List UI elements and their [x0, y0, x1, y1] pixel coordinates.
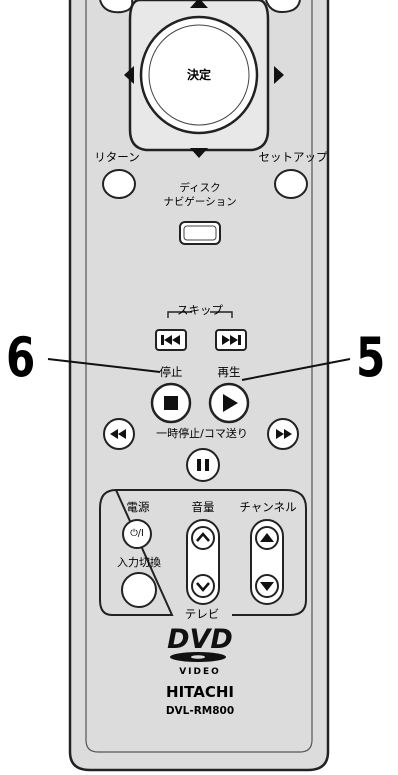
channel-down-button[interactable]: [256, 575, 278, 597]
setup-label: セットアップ: [258, 150, 328, 164]
volume-label: 音量: [191, 500, 215, 514]
right-arrow-icon: [274, 66, 284, 84]
pause-step-label: 一時停止/コマ送り: [156, 427, 248, 440]
maker-label: HITACHI: [166, 683, 234, 701]
disc-nav-label-line2: ナビゲーション: [163, 196, 237, 208]
power-label: 電源: [126, 500, 150, 514]
power-button-shape: [122, 519, 152, 549]
up-arrow-icon: [190, 0, 208, 8]
channel-label: チャンネル: [239, 500, 297, 514]
skip-back-button[interactable]: [156, 330, 186, 350]
channel-down-icon: [260, 582, 274, 591]
callout-number-6: 6: [6, 326, 36, 389]
volume-up-icon: [196, 532, 210, 542]
input-switch-label: 入力切換: [117, 556, 161, 569]
callout-line-6: [47, 358, 161, 373]
skip-forward-button[interactable]: [216, 330, 246, 350]
fast-forward-icon: [276, 429, 292, 439]
stop-button[interactable]: [152, 384, 190, 422]
down-arrow-icon: [190, 148, 208, 158]
tv-label: テレビ: [184, 607, 220, 621]
disc-nav-button-shape: [179, 221, 221, 245]
input-switch-button-shape: [121, 572, 157, 608]
power-button[interactable]: [123, 520, 151, 548]
center-enter-label: 決定: [186, 68, 212, 82]
skip-bracket: [167, 311, 233, 318]
power-button-label: ⏻/I: [130, 528, 144, 539]
top-right-button-partial: [265, 0, 301, 14]
return-button[interactable]: [103, 170, 135, 198]
tv-section-frame: [99, 488, 307, 616]
play-label: 再生: [217, 365, 241, 379]
model-label: DVL-RM800: [165, 705, 235, 717]
disc-nav-button[interactable]: [180, 222, 220, 244]
stop-label: 停止: [159, 365, 183, 379]
pause-button-shape: [186, 448, 220, 482]
setup-button-shape: [274, 169, 308, 199]
skip-forward-icon: [222, 335, 241, 345]
play-button[interactable]: [210, 384, 248, 422]
return-button-shape: [102, 169, 136, 199]
setup-button[interactable]: [275, 170, 307, 198]
rewind-icon: [110, 429, 126, 439]
disc-nav-label-line1: ディスク: [179, 182, 221, 194]
pause-button[interactable]: [187, 449, 219, 481]
left-arrow-icon: [124, 66, 134, 84]
fast-forward-button[interactable]: [268, 419, 298, 449]
skip-label: スキップ: [177, 303, 223, 317]
volume-down-icon: [196, 582, 210, 592]
stop-icon: [164, 396, 178, 410]
return-label: リターン: [94, 150, 140, 164]
channel-up-button[interactable]: [256, 527, 278, 549]
callout-line-5: [241, 358, 351, 381]
pause-icon: [197, 459, 209, 471]
enter-button[interactable]: [141, 17, 257, 133]
video-label: VIDEO: [179, 667, 221, 677]
skip-back-icon: [161, 335, 180, 345]
rewind-button[interactable]: [104, 419, 134, 449]
dvd-logo: DVD: [167, 624, 233, 662]
volume-down-button[interactable]: [192, 575, 214, 597]
svg-text:DVD: DVD: [167, 624, 233, 655]
play-icon: [223, 394, 238, 412]
input-switch-button[interactable]: [122, 573, 156, 607]
callout-number-5: 5: [356, 326, 386, 389]
channel-up-icon: [260, 533, 274, 542]
direction-pad: [128, 0, 270, 152]
volume-up-button[interactable]: [192, 527, 214, 549]
remote-inner-face: [85, 0, 313, 753]
